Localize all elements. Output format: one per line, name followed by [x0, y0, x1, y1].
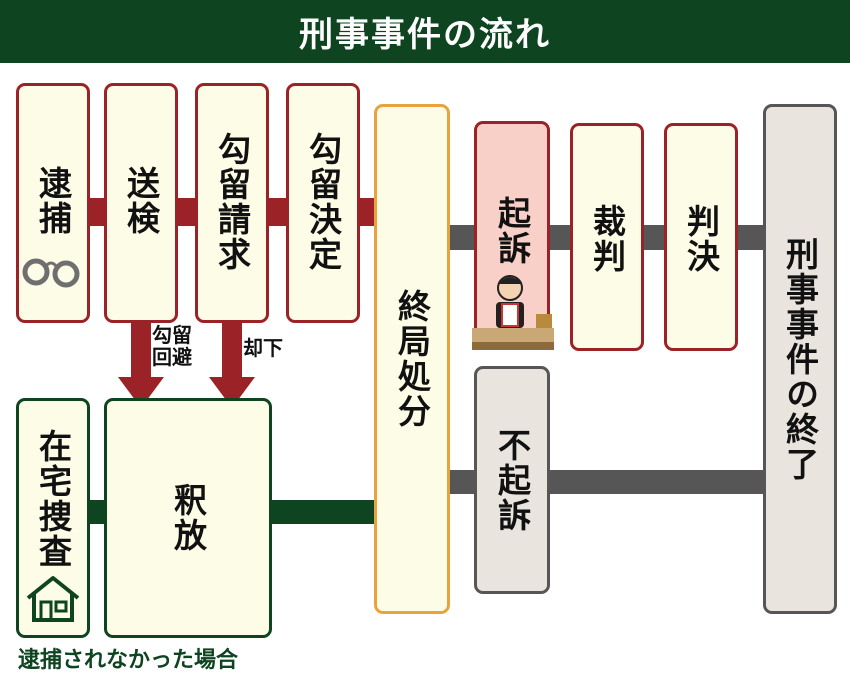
box-judgment-label: 判決: [681, 204, 721, 274]
arrow-label-dismissed: 却下: [243, 336, 283, 360]
box-end: 刑事事件の終了: [763, 104, 837, 614]
box-referral-label: 送検: [121, 166, 161, 236]
box-detention-decision-label: 勾留決定: [303, 132, 343, 272]
box-trial: 裁判: [570, 123, 644, 351]
box-detention-request: 勾留請求: [195, 83, 269, 323]
box-detention-decision: 勾留決定: [286, 83, 360, 323]
box-non-indictment: 不起訴: [474, 366, 550, 594]
arrow-dismissed: [209, 322, 255, 408]
box-end-label: 刑事事件の終了: [780, 236, 820, 482]
box-release: 釈放: [104, 398, 272, 638]
box-detention-request-label: 勾留請求: [212, 132, 252, 272]
box-final-disposition: 終局処分: [374, 104, 450, 614]
arrow-label-avoid-detention: 勾留回避: [152, 323, 192, 369]
box-indictment-label: 起訴: [492, 196, 532, 266]
box-arrest-label: 逮捕: [33, 166, 73, 236]
box-home-investigation-label: 在宅捜査: [33, 429, 73, 569]
box-trial-label: 裁判: [587, 204, 627, 274]
box-non-indictment-label: 不起訴: [492, 427, 532, 533]
box-final-disposition-label: 終局処分: [392, 289, 432, 429]
prosecutor-illustration: [472, 275, 554, 350]
title-bar: 刑事事件の流れ: [0, 0, 850, 63]
handcuffs-icon: [22, 258, 80, 288]
footer-note: 逮捕されなかった場合: [18, 648, 239, 673]
house-icon: [26, 576, 80, 622]
box-referral: 送検: [104, 83, 178, 323]
box-release-label: 釈放: [168, 483, 208, 553]
page-title: 刑事事件の流れ: [299, 15, 551, 55]
box-judgment: 判決: [664, 123, 738, 351]
arrow-avoid-detention: [118, 322, 164, 408]
